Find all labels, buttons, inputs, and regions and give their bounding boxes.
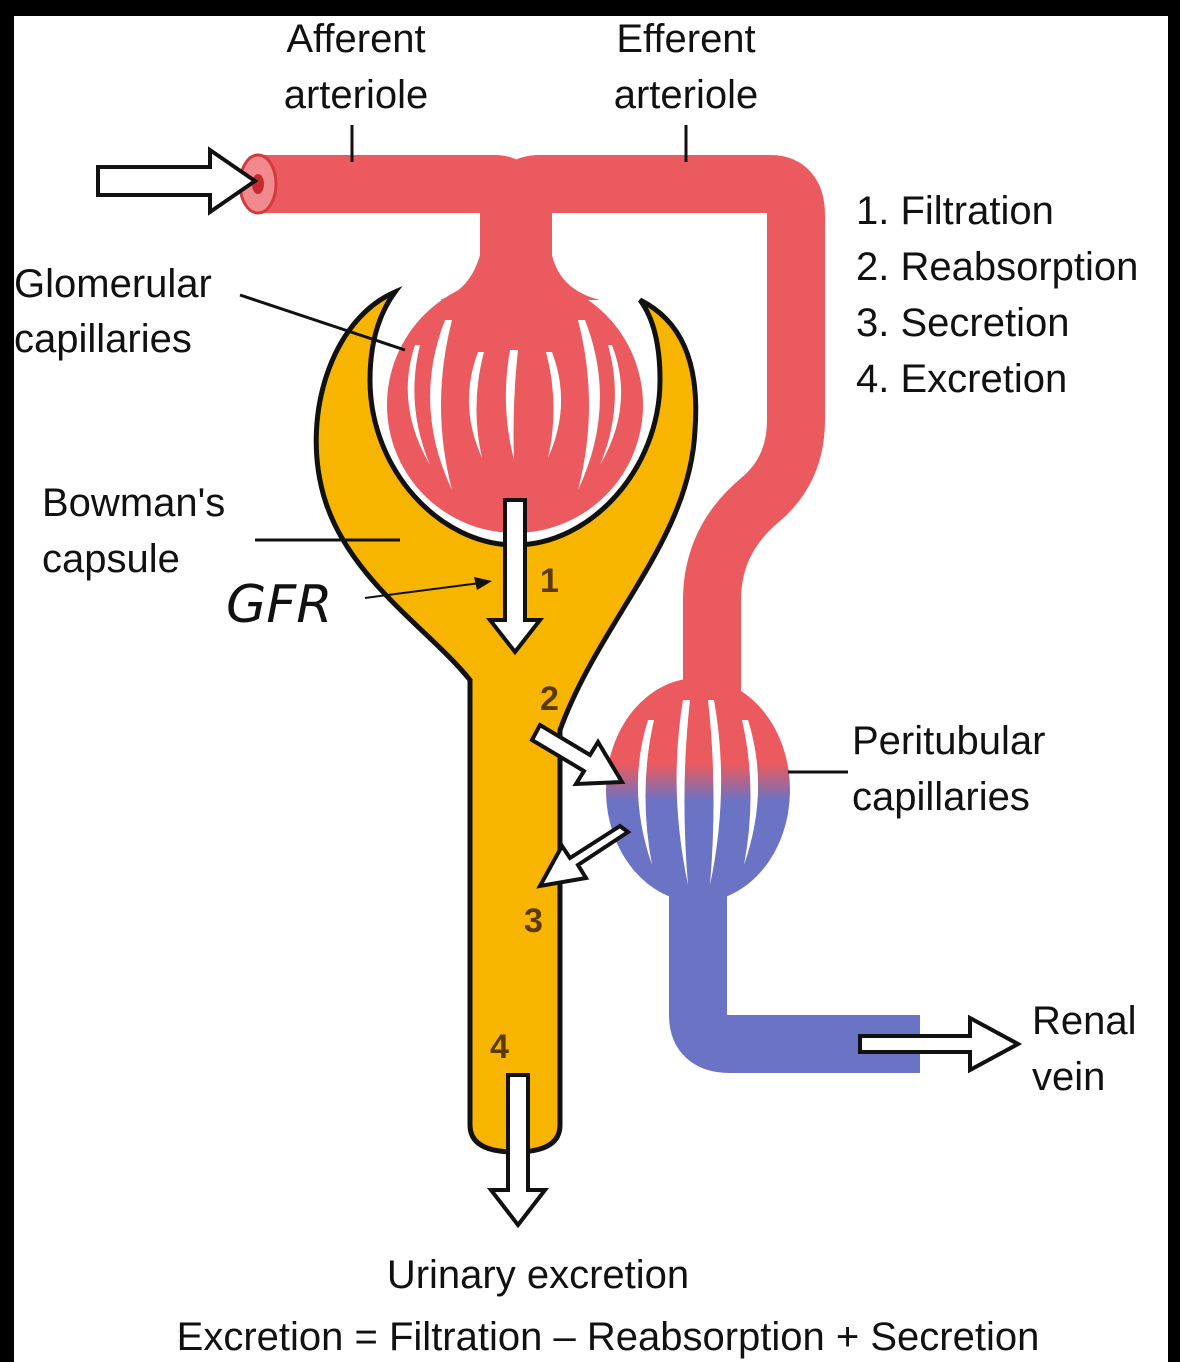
process-item-2: 2. Reabsorption xyxy=(856,245,1138,289)
bowman-label-line2: capsule xyxy=(42,537,180,581)
renal-label-line1: Renal xyxy=(1032,999,1137,1043)
process-item-4: 4. Excretion xyxy=(856,357,1067,401)
peritubular-label-line1: Peritubular xyxy=(852,719,1045,763)
step-number-1: 1 xyxy=(540,562,559,600)
renal-vein xyxy=(698,890,920,1044)
glomerular-label-line1: Glomerular xyxy=(14,262,212,306)
urinary-excretion-label: Urinary excretion xyxy=(387,1253,689,1297)
step-number-3: 3 xyxy=(524,902,543,940)
peritubular-label-line2: capillaries xyxy=(852,775,1030,819)
gfr-label: GFR xyxy=(226,575,332,635)
excretion-equation: Excretion = Filtration – Reabsorption + … xyxy=(177,1315,1040,1359)
glomerular-capillaries xyxy=(387,277,643,533)
bowman-label-line1: Bowman's xyxy=(42,481,225,525)
efferent-label-line2: arteriole xyxy=(614,73,759,117)
peritubular-capillaries xyxy=(606,678,790,902)
step-number-4: 4 xyxy=(490,1028,509,1066)
renal-label-line2: vein xyxy=(1032,1055,1105,1099)
efferent-label-line1: Efferent xyxy=(616,17,755,61)
afferent-label-line1: Afferent xyxy=(286,17,425,61)
process-item-3: 3. Secretion xyxy=(856,301,1069,345)
step-number-2: 2 xyxy=(540,680,559,718)
inflow-arrow xyxy=(98,150,255,212)
efferent-arteriole xyxy=(712,184,796,700)
process-item-1: 1. Filtration xyxy=(856,189,1054,233)
afferent-label-line2: arteriole xyxy=(284,73,429,117)
glomerular-label-line2: capillaries xyxy=(14,317,192,361)
